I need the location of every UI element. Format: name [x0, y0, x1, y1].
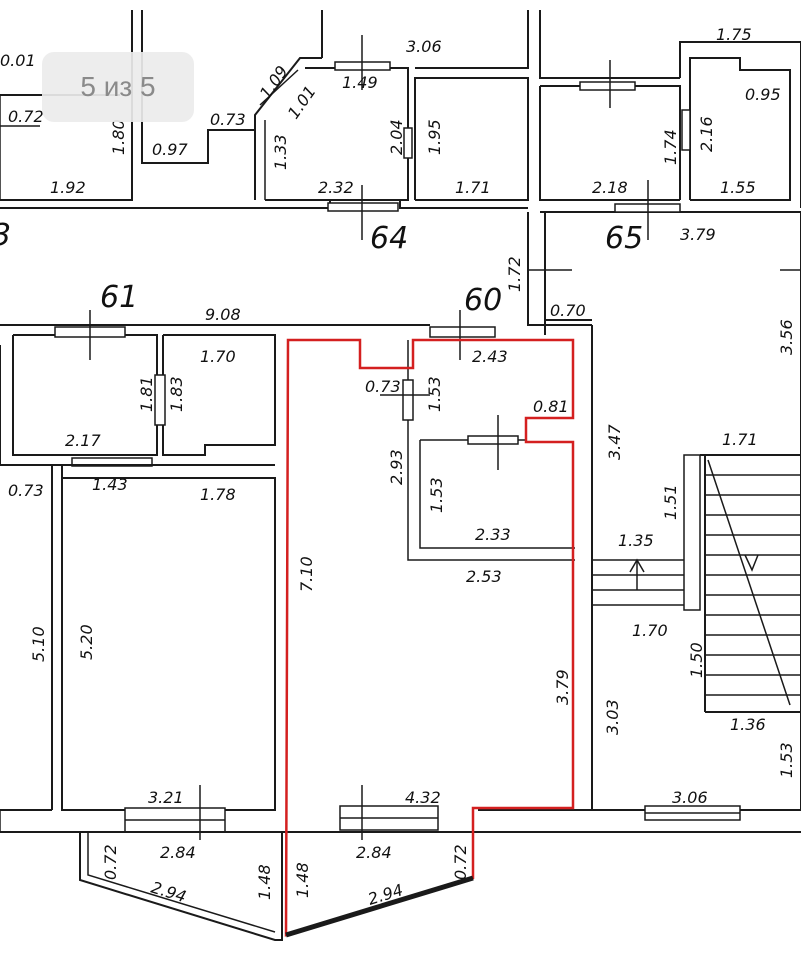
dim-label: 3.47	[605, 424, 624, 460]
dim-label: 1.51	[661, 484, 680, 520]
bay-left	[79, 832, 283, 941]
dim-label: 5.20	[77, 624, 96, 660]
dim-label: 1.55	[720, 178, 756, 197]
dim-label: 3.79	[680, 225, 716, 244]
dim-label: 1.50	[687, 642, 706, 678]
dim-label: 2.16	[697, 116, 716, 152]
room-number-64: 64	[370, 221, 408, 256]
room-number-65: 65	[605, 221, 643, 256]
dim-label: 1.33	[271, 134, 290, 170]
dim-label: 4.32	[405, 788, 441, 807]
dim-label: 1.70	[632, 621, 668, 640]
dim-label: 0.81	[533, 397, 569, 416]
dim-label: 7.10	[297, 556, 316, 592]
dim-label: 2.94	[149, 878, 189, 907]
room-number-60: 60	[464, 283, 502, 318]
dim-label: 2.84	[160, 843, 196, 862]
dim-label: 0.72	[8, 107, 44, 126]
dim-label: 2.04	[387, 119, 406, 155]
staircase	[592, 454, 801, 713]
dim-label: 0.95	[745, 85, 781, 104]
dim-label: 1.70	[200, 347, 236, 366]
dim-label: 1.78	[200, 485, 236, 504]
dim-label: 1.48	[293, 862, 312, 898]
dim-label: 1.36	[730, 715, 766, 734]
dim-label: 1.95	[425, 119, 444, 155]
room-60-interior	[339, 310, 592, 840]
dim-label: 2.17	[65, 431, 101, 450]
highlighted-unit-outline	[284, 338, 575, 937]
dim-label: 0.73	[8, 481, 44, 500]
dim-label: 1.48	[255, 864, 274, 900]
dim-label: 1.71	[722, 430, 758, 449]
dim-label: 1.01	[284, 82, 320, 122]
dim-label: 1.92	[50, 178, 86, 197]
dim-label: 1.71	[455, 178, 491, 197]
dim-label: 0.73	[210, 110, 246, 129]
room-number-61: 61	[100, 280, 138, 315]
dim-label: 1.09	[256, 62, 292, 102]
dim-label: 3.21	[148, 788, 184, 807]
dim-label: 2.53	[466, 567, 502, 586]
dim-label: 2.32	[318, 178, 354, 197]
top-room-right	[539, 10, 801, 240]
dim-label: 1.81	[137, 376, 156, 412]
dim-label: 1.53	[777, 742, 796, 778]
dim-label: 3.79	[553, 669, 572, 705]
room-left-lower	[0, 345, 801, 840]
dim-label: 5.10	[29, 626, 48, 662]
dim-label: 1.35	[618, 531, 654, 550]
dim-label: 1.53	[427, 477, 446, 513]
top-room-corridor-frame	[0, 10, 529, 240]
dim-label: 1.75	[716, 25, 752, 44]
dim-label: 0.73	[365, 377, 401, 396]
dim-label: 2.43	[472, 347, 508, 366]
dim-label: 3.06	[406, 37, 442, 56]
dim-label: 0.01	[0, 51, 36, 70]
dim-label: 1.53	[425, 376, 444, 412]
dim-label: 1.74	[661, 129, 680, 165]
dim-label: 1.43	[92, 475, 128, 494]
dim-label: 3.03	[603, 699, 622, 735]
dim-label: 2.93	[387, 449, 406, 485]
room-number-edge: 3	[0, 218, 11, 253]
dim-label: 0.72	[101, 844, 120, 880]
dim-label: 3.06	[672, 788, 708, 807]
dim-label: 3.56	[777, 319, 796, 355]
dim-label: 0.72	[451, 844, 470, 880]
corridor-right-block	[0, 212, 801, 821]
dim-label: 1.83	[167, 376, 186, 412]
dim-label: 9.08	[205, 305, 241, 324]
dim-label: 1.72	[505, 256, 524, 292]
image-counter-badge: 5 из 5	[42, 52, 194, 122]
dim-label: 2.18	[592, 178, 628, 197]
dim-label: 1.80	[109, 119, 128, 155]
dim-label: 0.70	[550, 301, 586, 320]
dim-label: 1.49	[342, 73, 378, 92]
dim-label: 0.97	[152, 140, 188, 159]
dim-label: 2.84	[356, 843, 392, 862]
dim-label: 2.33	[475, 525, 511, 544]
